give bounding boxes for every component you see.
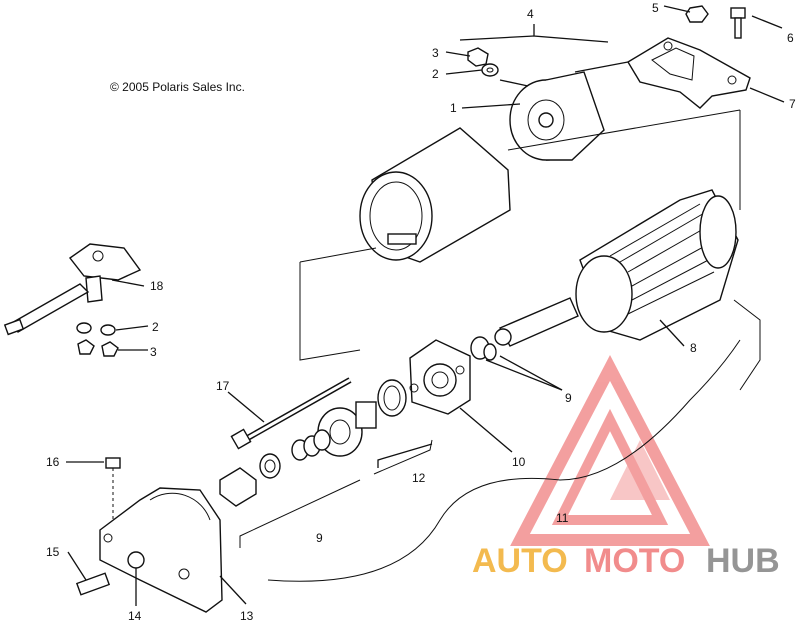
washer-2 <box>481 63 499 77</box>
callout-labels: 4 5 6 7 3 2 1 8 9 10 11 12 9 17 18 2 3 1… <box>46 1 796 623</box>
nuts-3-left <box>77 339 119 357</box>
callout-17: 17 <box>216 379 230 393</box>
callout-18: 18 <box>150 279 164 293</box>
callout-16: 16 <box>46 455 60 469</box>
callout-8: 8 <box>690 341 697 355</box>
bushing <box>219 467 257 507</box>
callout-5: 5 <box>652 1 659 15</box>
callout-7: 7 <box>789 97 796 111</box>
sleeve <box>259 453 281 479</box>
copyright-text: © 2005 Polaris Sales Inc. <box>110 80 245 94</box>
solenoid-18 <box>3 243 142 336</box>
nut-3 <box>467 47 489 67</box>
bracket-13 <box>99 487 223 613</box>
callout-3-left: 3 <box>150 345 157 359</box>
watermark-logo-icon <box>510 355 710 546</box>
leader-lines <box>66 5 785 606</box>
callout-9-lower: 9 <box>316 531 323 545</box>
callout-15: 15 <box>46 545 60 559</box>
washers-2-left <box>76 322 116 336</box>
spring <box>291 429 331 461</box>
callout-14: 14 <box>128 609 142 623</box>
callout-12: 12 <box>412 471 426 485</box>
callout-2: 2 <box>432 67 439 81</box>
callout-1: 1 <box>450 101 457 115</box>
armature-8 <box>494 189 739 347</box>
motor-housing <box>359 127 511 263</box>
end-cap-1 <box>499 61 629 161</box>
washer-9-b <box>483 343 497 361</box>
end-plate-10 <box>409 339 471 415</box>
callout-11: 11 <box>556 511 569 525</box>
callout-3: 3 <box>432 46 439 60</box>
clip-12 <box>377 379 407 417</box>
watermark-moto: MOTO <box>584 542 685 580</box>
bolt-16 <box>105 457 121 520</box>
assembly-guide-lines <box>239 109 761 582</box>
callout-6: 6 <box>787 31 794 45</box>
callout-13: 13 <box>240 609 254 623</box>
watermark-text: AUTO MOTO HUB <box>472 542 780 580</box>
watermark-auto: AUTO <box>472 542 568 580</box>
callout-10: 10 <box>512 455 526 469</box>
callout-2-left: 2 <box>152 320 159 334</box>
callout-4: 4 <box>527 7 534 21</box>
nut-5 <box>685 5 709 23</box>
callout-9-upper: 9 <box>565 391 572 405</box>
bolt-15 <box>75 572 111 596</box>
mounting-bracket-top <box>627 37 751 109</box>
bolt-6 <box>730 7 746 39</box>
through-bolt-17 <box>230 377 352 450</box>
watermark-hub: HUB <box>706 542 780 580</box>
